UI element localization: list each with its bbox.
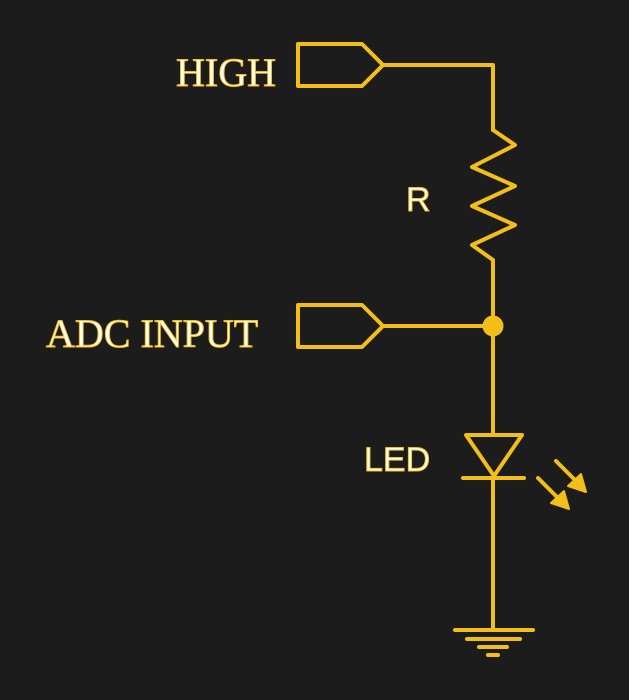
ground-icon <box>453 628 535 657</box>
led-triangle <box>464 433 524 478</box>
adc-input-label: ADC INPUT <box>46 311 258 356</box>
high-label: HIGH <box>176 50 276 95</box>
arrow-head-1 <box>567 473 587 493</box>
adc-input-port <box>296 303 385 349</box>
arrow-line-2 <box>536 476 560 500</box>
high-port <box>296 42 385 88</box>
junction-dot <box>482 315 504 337</box>
arrow-head-2 <box>550 490 570 510</box>
led-symbol <box>461 433 587 510</box>
resistor-label: R <box>406 181 431 219</box>
adc-port-shape <box>296 303 385 349</box>
high-port-shape <box>296 42 385 88</box>
led-label: LED <box>364 441 430 479</box>
resistor-symbol <box>470 128 517 262</box>
arrow-line-1 <box>554 459 578 483</box>
wire-high-to-resistor <box>381 63 495 132</box>
light-emission-arrows-icon <box>536 459 587 510</box>
